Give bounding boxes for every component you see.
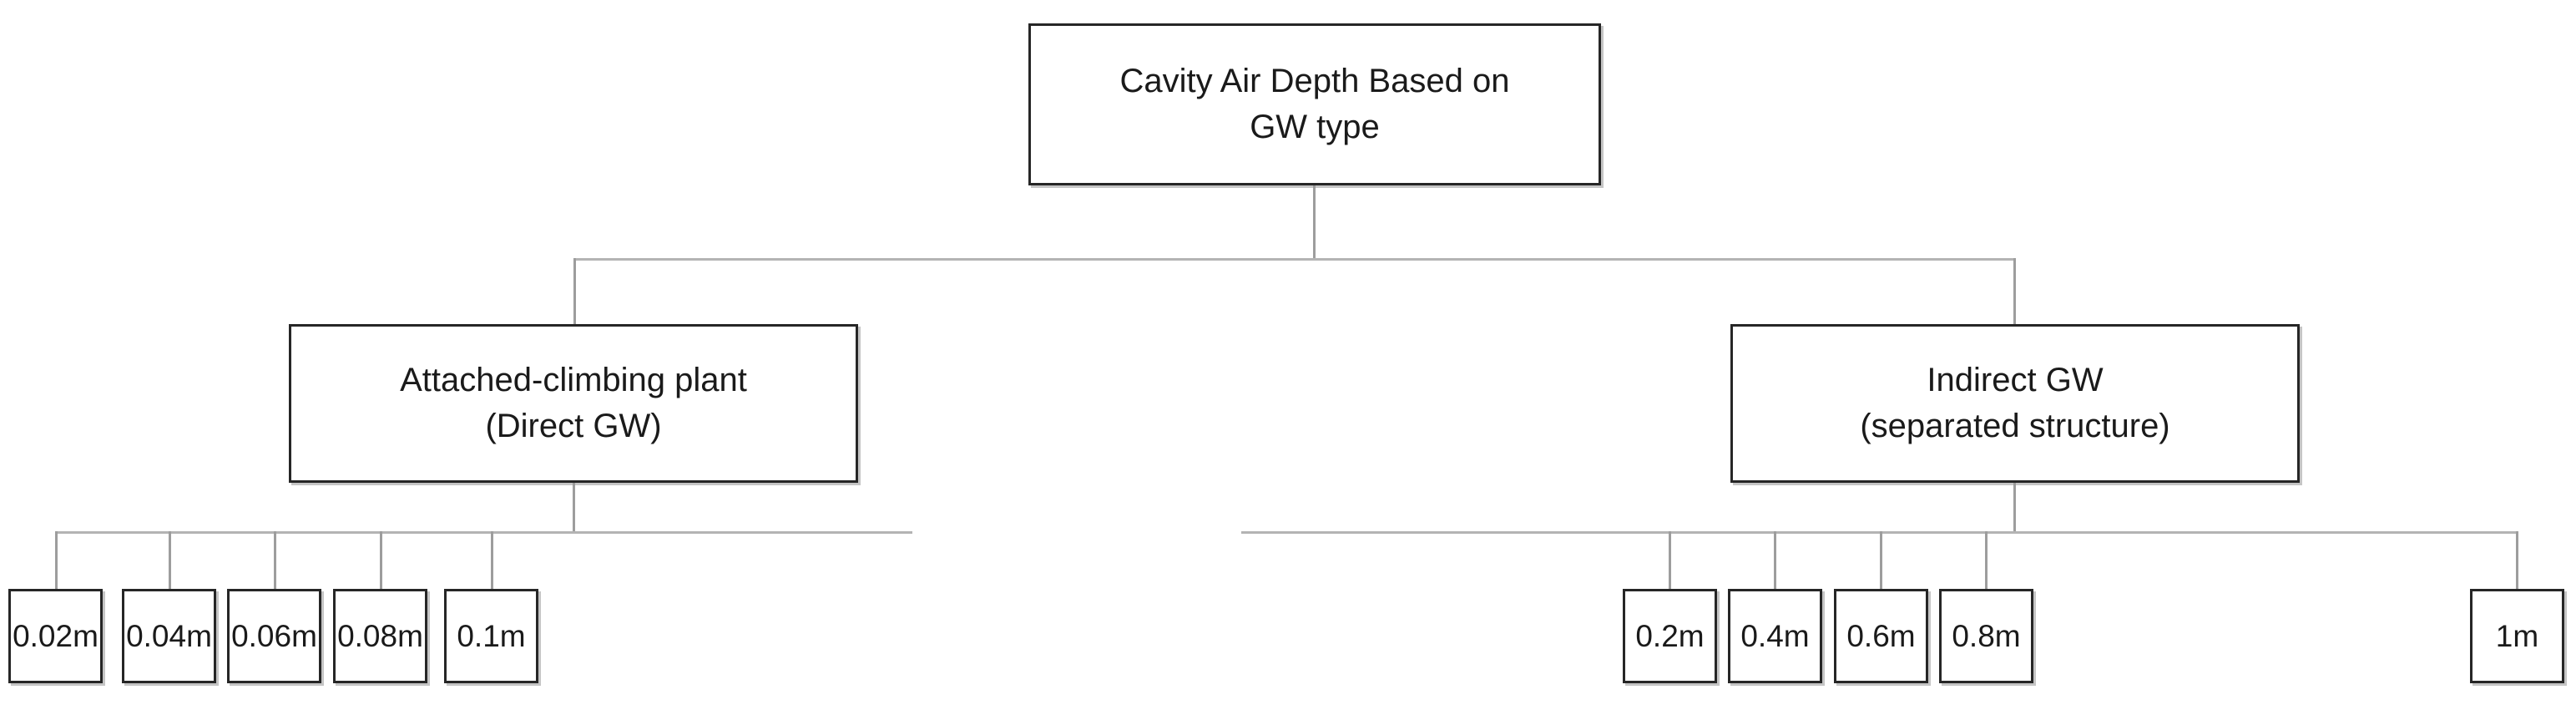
leaf-node-0-4m[interactable]: 0.4m [1728,589,1822,683]
leaf-node-0-04m[interactable]: 0.04m [122,589,216,683]
connector-level2-bus [573,258,2016,261]
node-indirect-gw-label: Indirect GW (separated structure) [1860,361,2170,444]
leaf-node-0-6m[interactable]: 0.6m [1834,589,1928,683]
connector-right-leaf-drop-1 [1669,531,1671,590]
leaf-label-0-6m: 0.6m [1846,618,1916,653]
leaf-label-0-06m: 0.06m [231,618,317,653]
connector-root-stem [1313,185,1316,260]
leaf-node-0-06m[interactable]: 0.06m [227,589,321,683]
leaf-node-0-08m[interactable]: 0.08m [333,589,427,683]
node-root[interactable]: Cavity Air Depth Based on GW type [1028,23,1601,185]
leaf-node-0-8m[interactable]: 0.8m [1939,589,2033,683]
leaf-label-0-08m: 0.08m [337,618,423,653]
connector-left-leaf-drop-3 [274,531,276,590]
leaf-node-0-02m[interactable]: 0.02m [8,589,103,683]
connector-indirect-gw-stem [2013,483,2016,533]
connector-right-leaf-drop-5 [2516,531,2518,590]
leaf-node-0-1m[interactable]: 0.1m [444,589,538,683]
connector-level2-drop-right [2013,258,2016,326]
leaf-label-1m: 1m [2495,618,2539,653]
node-direct-gw[interactable]: Attached-climbing plant (Direct GW) [289,324,858,483]
connector-left-leaf-drop-1 [55,531,58,590]
leaf-label-0-8m: 0.8m [1952,618,2021,653]
leaf-node-0-2m[interactable]: 0.2m [1623,589,1717,683]
connector-right-leaf-drop-4 [1985,531,1988,590]
connector-right-leaf-drop-3 [1880,531,1882,590]
connector-left-leaf-bus [55,531,912,534]
leaf-label-0-02m: 0.02m [13,618,98,653]
node-root-label: Cavity Air Depth Based on GW type [1119,62,1510,145]
connector-left-leaf-drop-2 [169,531,171,590]
leaf-label-0-2m: 0.2m [1635,618,1705,653]
leaf-label-0-4m: 0.4m [1740,618,1810,653]
leaf-node-1m[interactable]: 1m [2470,589,2564,683]
connector-level2-drop-left [573,258,576,326]
connector-left-leaf-drop-5 [491,531,493,590]
connector-left-leaf-drop-4 [380,531,382,590]
leaf-label-0-1m: 0.1m [457,618,526,653]
node-indirect-gw[interactable]: Indirect GW (separated structure) [1730,324,2300,483]
node-direct-gw-label: Attached-climbing plant (Direct GW) [400,361,747,444]
leaf-label-0-04m: 0.04m [126,618,212,653]
connector-right-leaf-drop-2 [1774,531,1776,590]
connector-direct-gw-stem [573,483,575,533]
